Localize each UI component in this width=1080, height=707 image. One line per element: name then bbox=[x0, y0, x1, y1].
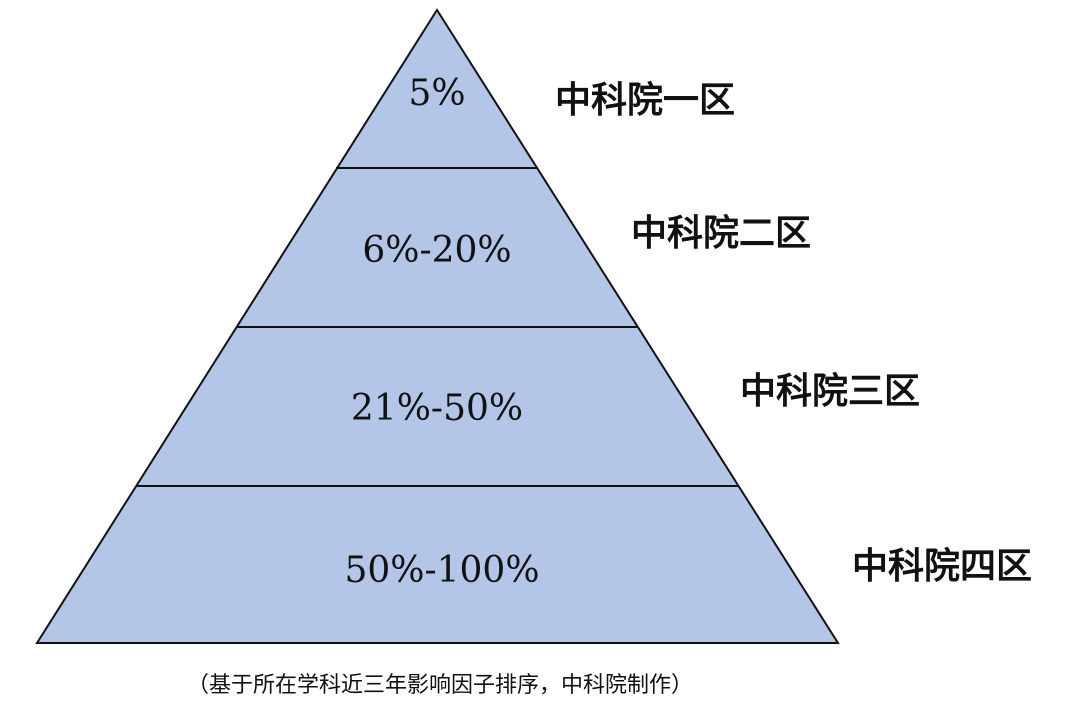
tier-zone-label: 中科院二区 bbox=[631, 213, 811, 254]
tier-zone-label: 中科院一区 bbox=[555, 80, 735, 121]
tier-range-label: 21%-50% bbox=[351, 388, 523, 429]
tier-range-label: 6%-20% bbox=[362, 230, 511, 271]
tier-zone-label: 中科院三区 bbox=[740, 371, 920, 412]
tier-range-label: 5% bbox=[408, 73, 465, 114]
tier-range-label: 50%-100% bbox=[344, 550, 539, 591]
diagram-caption: （基于所在学科近三年影响因子排序，中科院制作） bbox=[187, 673, 693, 698]
tier-zone-label: 中科院四区 bbox=[852, 546, 1032, 587]
